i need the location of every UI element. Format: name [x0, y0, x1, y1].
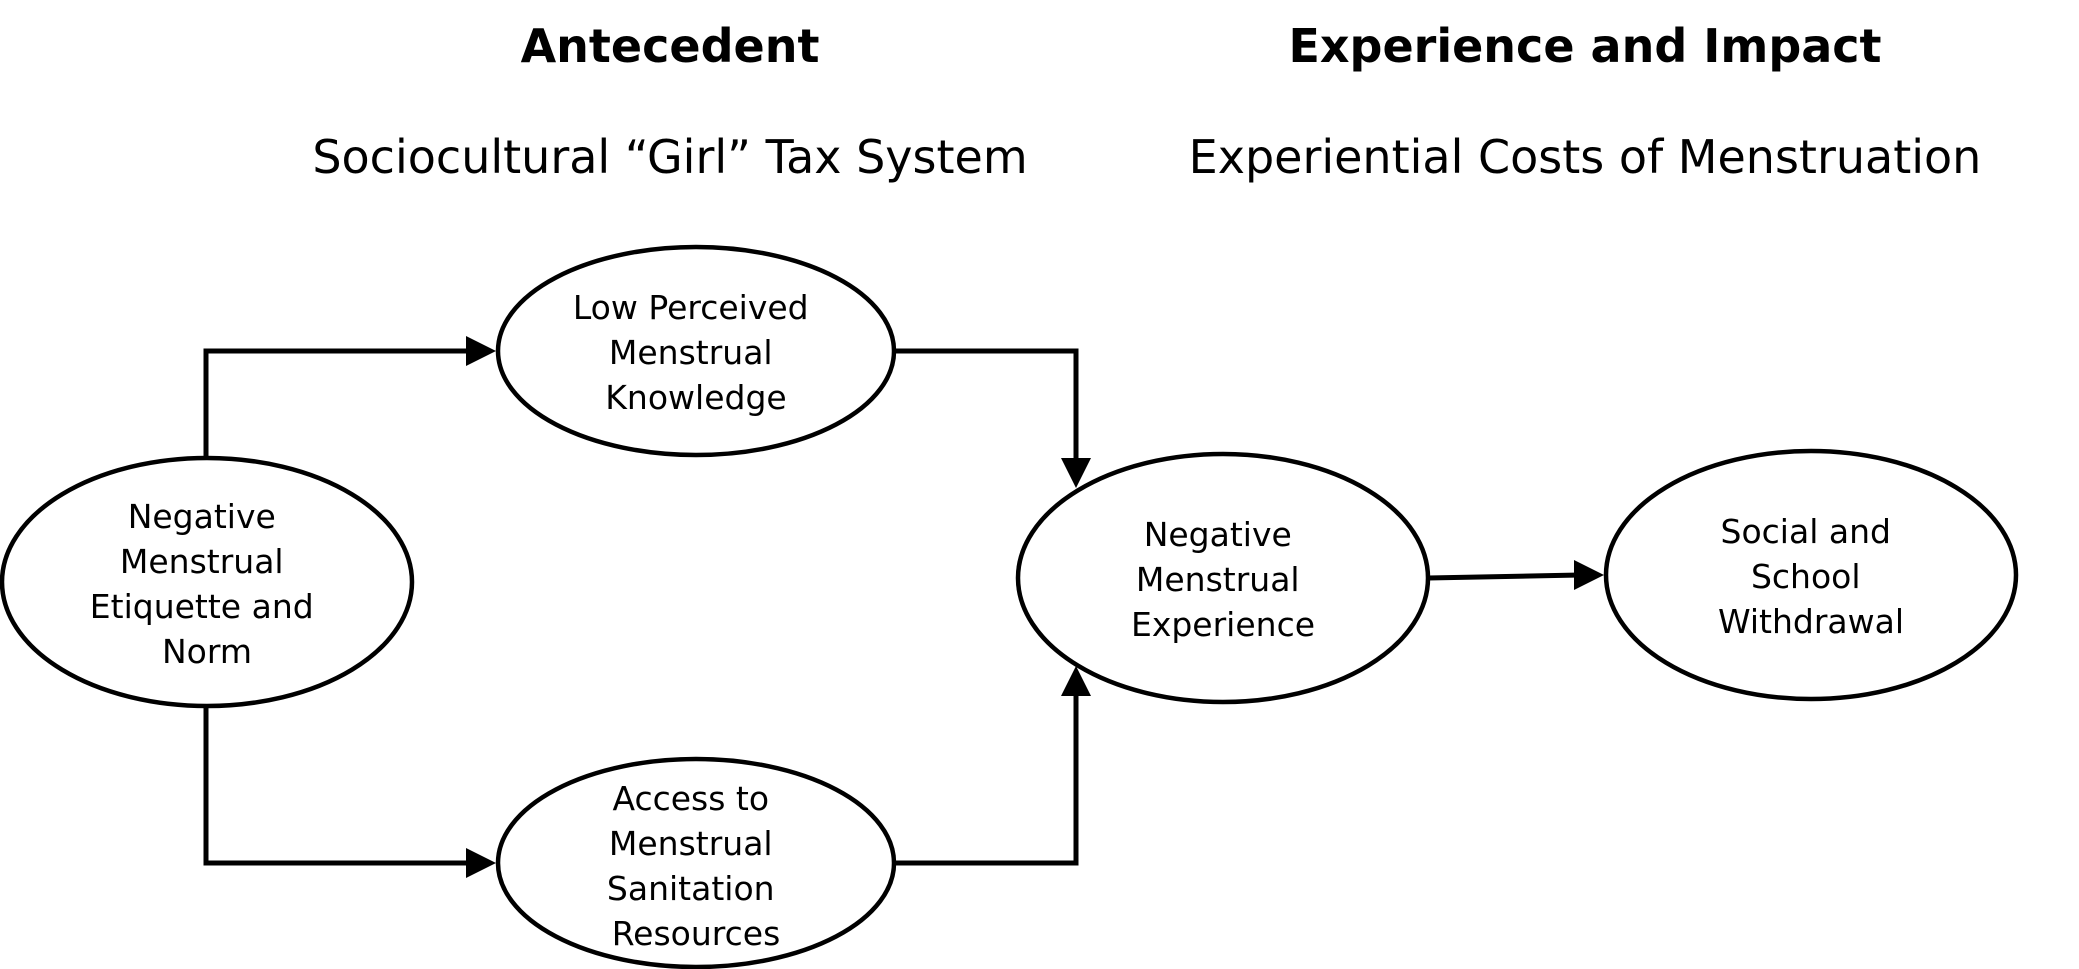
node-experience-label: Negative Menstrual Experience	[1131, 515, 1315, 644]
edge-experience-to-withdrawal	[1427, 572, 1581, 581]
edge-norm-to-knowledge	[203, 348, 472, 458]
edge-access-to-experience	[895, 690, 1079, 866]
node-knowledge-ellipse	[495, 244, 897, 458]
node-withdrawal-ellipse	[1603, 448, 2019, 702]
antecedent-subheading: Sociocultural “Girl” Tax System	[312, 130, 1027, 184]
node-norm: Negative Menstrual Etiquette and Norm	[0, 455, 415, 709]
node-withdrawal-line: Social and	[1721, 512, 1891, 551]
node-access-ellipse	[495, 756, 897, 969]
node-experience-line: Experience	[1131, 605, 1315, 644]
node-knowledge: Low Perceived Menstrual Knowledge	[495, 244, 897, 458]
node-experience: Negative Menstrual Experience	[1015, 451, 1431, 705]
arrowhead-experience-top	[1061, 458, 1091, 488]
node-access-label: Access to Menstrual Sanitation Resources	[607, 779, 785, 953]
node-experience-line: Negative	[1144, 515, 1292, 554]
edge-norm-to-access	[203, 707, 472, 866]
node-knowledge-line: Knowledge	[605, 378, 786, 417]
node-access: Access to Menstrual Sanitation Resources	[495, 756, 897, 969]
arrowhead-experience-bottom	[1061, 666, 1091, 696]
node-withdrawal: Social and School Withdrawal	[1603, 448, 2019, 702]
arrowhead-knowledge	[466, 336, 496, 366]
node-norm-line: Norm	[162, 632, 252, 671]
node-norm-line: Menstrual	[120, 542, 284, 581]
node-access-line: Sanitation	[607, 869, 775, 908]
node-access-line: Access to	[612, 779, 769, 818]
node-norm-line: Negative	[128, 497, 276, 536]
node-experience-ellipse	[1015, 451, 1431, 705]
antecedent-heading: Antecedent	[521, 19, 820, 73]
node-experience-line: Menstrual	[1136, 560, 1300, 599]
node-norm-label: Negative Menstrual Etiquette and Norm	[90, 497, 324, 671]
node-access-line: Menstrual	[609, 824, 773, 863]
node-withdrawal-line: Withdrawal	[1718, 602, 1904, 641]
node-knowledge-line: Menstrual	[609, 333, 773, 372]
node-withdrawal-line: School	[1751, 557, 1861, 596]
node-norm-ellipse	[0, 455, 415, 709]
experience-heading: Experience and Impact	[1288, 19, 1881, 73]
node-knowledge-line: Low Perceived	[573, 288, 809, 327]
edges	[203, 336, 1604, 878]
node-norm-line: Etiquette and	[90, 587, 314, 626]
edge-knowledge-to-experience	[895, 348, 1079, 464]
node-withdrawal-label: Social and School Withdrawal	[1718, 512, 1904, 641]
arrowhead-access	[466, 848, 496, 878]
arrowhead-withdrawal	[1574, 560, 1604, 590]
node-access-line: Resources	[612, 914, 781, 953]
experience-subheading: Experiential Costs of Menstruation	[1189, 130, 1982, 184]
node-knowledge-label: Low Perceived Menstrual Knowledge	[573, 288, 819, 417]
